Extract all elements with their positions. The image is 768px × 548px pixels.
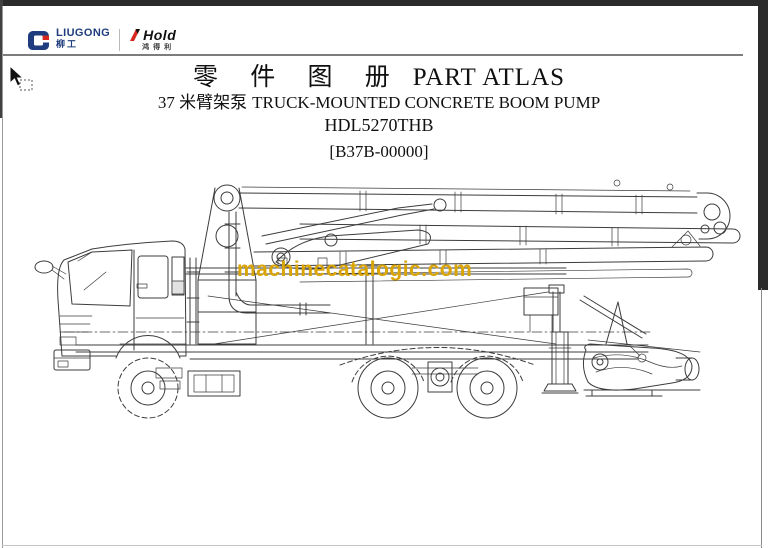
hopper-pump	[579, 295, 701, 397]
liugong-logo-icon	[28, 31, 49, 50]
hold-name-cn: 鸿得利	[142, 44, 176, 51]
page-border-bottom	[2, 545, 762, 546]
deck	[185, 257, 567, 345]
brand-header: LIUGONG 柳工 Hold 鸿得利	[28, 28, 176, 54]
cab	[34, 240, 200, 390]
snapshot-cursor-icon	[9, 64, 33, 91]
boom-cylinder	[261, 198, 447, 270]
watermark: machinecatalogic.com	[237, 258, 473, 281]
subtitle-en: TRUCK-MOUNTED CONCRETE BOOM PUMP	[252, 93, 601, 112]
window-top-edge	[0, 0, 768, 6]
liugong-name-cn: 柳工	[56, 39, 79, 49]
wheels	[117, 347, 536, 419]
title-en: PART ATLAS	[412, 64, 566, 91]
hold-logo-icon	[130, 28, 141, 41]
header-rule	[3, 54, 743, 56]
page-border-right	[761, 288, 762, 548]
page-border-left	[2, 6, 3, 548]
liugong-name: LIUGONG	[56, 27, 111, 39]
boom-sections	[238, 179, 741, 283]
window-left-edge	[0, 0, 3, 118]
hold-name: Hold	[143, 27, 177, 43]
title-cn: 零 件 图 册	[192, 64, 403, 91]
boom-pedestal	[197, 184, 331, 345]
brand-separator	[119, 29, 121, 51]
drawing-code: [B37B-00000]	[329, 142, 429, 161]
page-title: 零 件 图 册 PART ATLAS	[0, 57, 758, 93]
subtitle-cn: 37 米臂架泵	[157, 93, 248, 112]
window-right-edge	[758, 0, 768, 290]
rear-outrigger	[541, 331, 579, 394]
model-number: HDL5270THB	[324, 115, 434, 135]
